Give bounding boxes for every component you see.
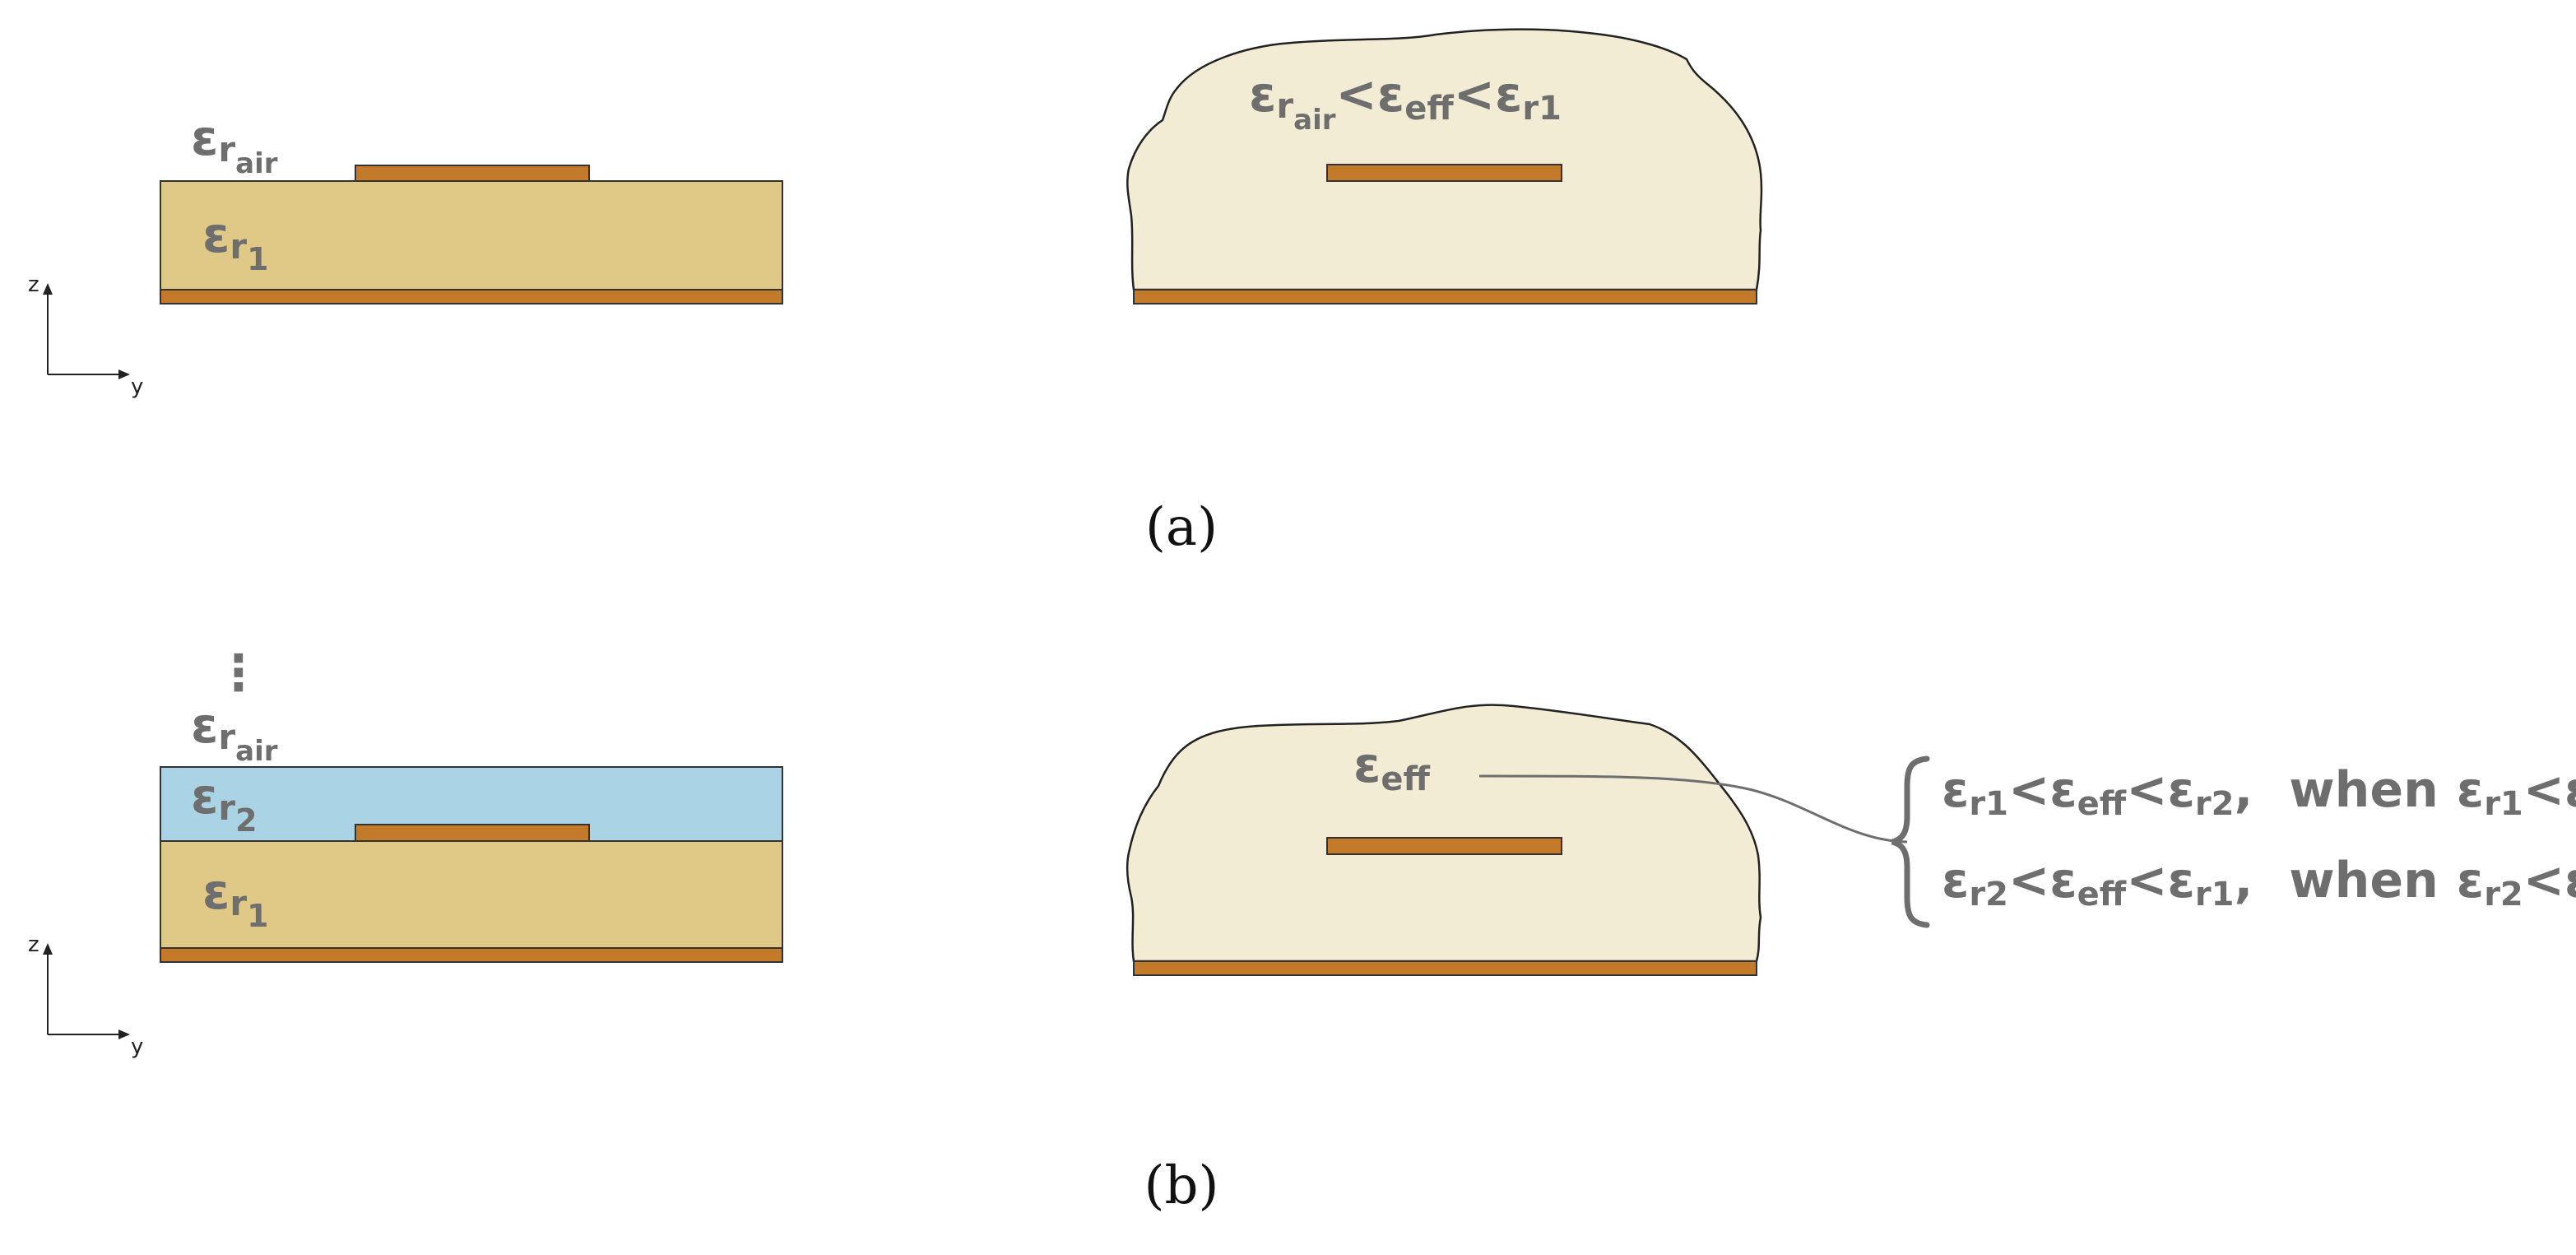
effective-medium-b: εeff: [1126, 704, 1762, 976]
caption-a: (a): [1145, 497, 1218, 558]
effective-permittivity-inequality: εrair<εeff<εr1: [1249, 66, 1562, 137]
signal-strip: [355, 165, 590, 182]
air-permittivity-label: εrair: [191, 109, 278, 180]
substrate-1: [160, 180, 783, 291]
leader-line: [1478, 774, 1908, 844]
ground-plane: [1133, 960, 1757, 976]
effective-medium-blob: [1126, 28, 1763, 291]
caption-b: (b): [1144, 1155, 1219, 1216]
air-permittivity-label: εrair: [191, 697, 278, 768]
substrate-2-permittivity-label: εr2: [191, 768, 258, 839]
effective-medium-a: εrair<εeff<εr1: [1126, 28, 1763, 304]
axis-indicator-a: [43, 283, 130, 379]
panel-a: εrair εr1 z y εrair<εeff<εr1 (a): [28, 28, 1763, 558]
substrate-1: [160, 840, 783, 949]
signal-strip: [1326, 837, 1562, 855]
vertical-ellipsis: ⋮: [214, 644, 263, 702]
ground-plane: [160, 947, 783, 963]
microstrip-b: ⋮ εrair εr2 εr1: [160, 644, 783, 963]
z-axis-label: z: [28, 932, 39, 957]
effective-permittivity-label: εeff: [1353, 737, 1431, 798]
ground-plane: [1133, 289, 1757, 304]
effective-medium-blob: [1126, 704, 1762, 963]
signal-strip: [355, 824, 590, 842]
ground-plane: [160, 289, 783, 304]
substrate-1-permittivity-label: εr1: [202, 863, 269, 934]
curly-brace: [1891, 755, 1930, 928]
y-axis-label: y: [131, 374, 143, 399]
y-axis-label: y: [131, 1034, 143, 1059]
axis-indicator-b: [43, 943, 130, 1039]
substrate-1-permittivity-label: εr1: [202, 207, 269, 277]
signal-strip: [1326, 164, 1562, 182]
z-axis-label: z: [28, 272, 39, 297]
panel-b: ⋮ εrair εr2 εr1 z y εeff: [28, 644, 2576, 1216]
microstrip-a: εrair εr1: [160, 109, 783, 304]
